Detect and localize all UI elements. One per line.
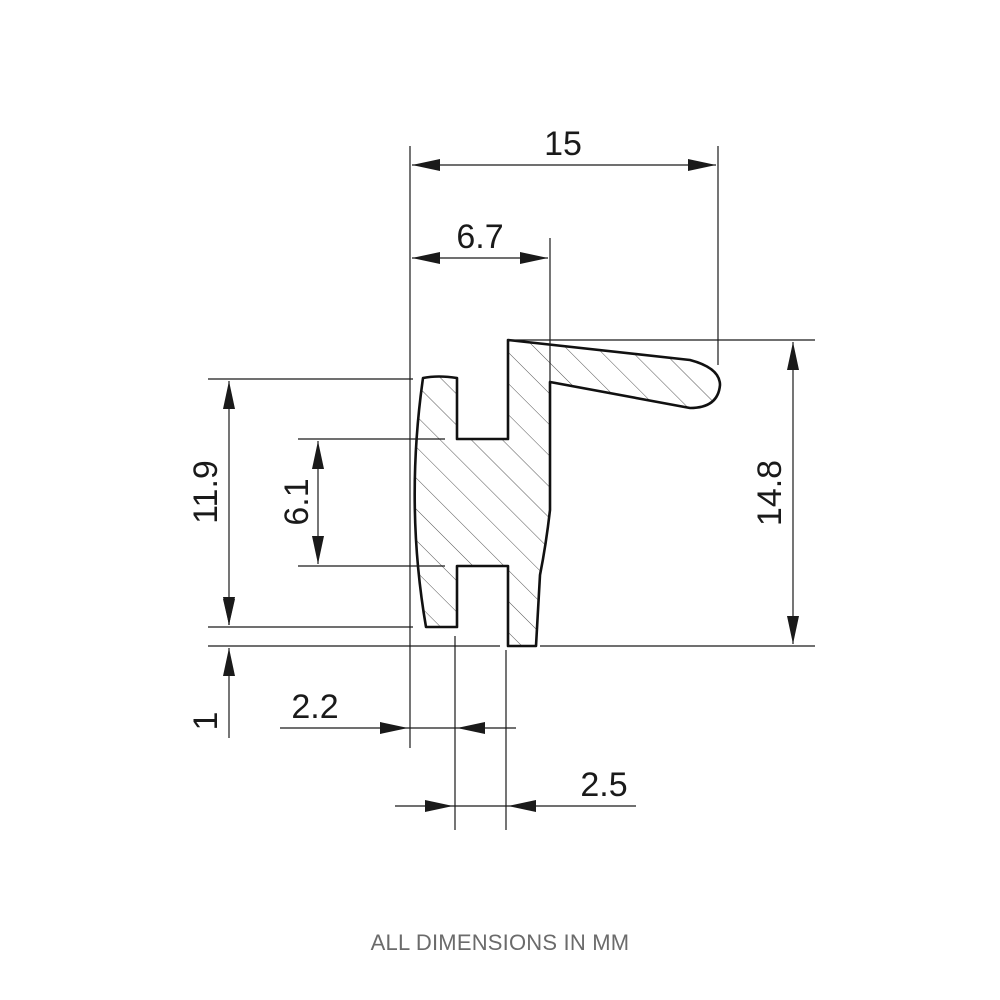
label-overall-height: 14.8 (751, 460, 789, 526)
label-base-offset: 1 (187, 712, 225, 731)
extension-lines (208, 146, 815, 830)
profile-section (413, 338, 722, 648)
dimension-overall-width: 15 (412, 125, 716, 171)
units-note: ALL DIMENSIONS IN MM (370, 930, 630, 955)
dimension-flange-height: 11.9 (187, 381, 235, 625)
dimension-groove-spacing: 6.1 (278, 441, 324, 564)
label-overall-width: 15 (544, 125, 582, 163)
dimension-overall-height: 14.8 (751, 342, 799, 644)
label-groove-spacing: 6.1 (278, 478, 316, 525)
label-flange-height: 11.9 (187, 460, 225, 524)
label-flange-thickness: 2.2 (291, 688, 338, 726)
dimension-slot-width: 2.5 (395, 766, 636, 812)
dimension-top-width: 6.7 (412, 218, 548, 264)
dimension-base-offset: 1 (187, 599, 235, 738)
label-slot-width: 2.5 (580, 766, 627, 804)
dimension-flange-thickness: 2.2 (280, 688, 516, 734)
label-top-width: 6.7 (456, 218, 503, 256)
